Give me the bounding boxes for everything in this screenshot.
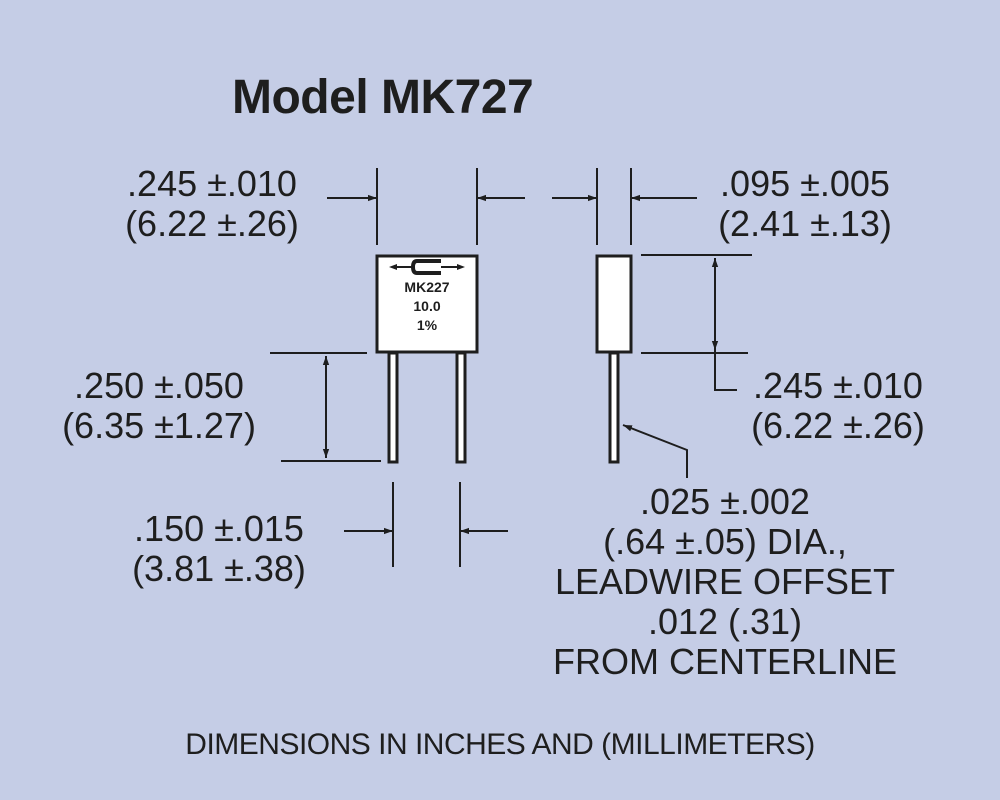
body-width-inches: .245 ±.010 — [127, 163, 297, 204]
component-marking: MK227 10.0 1% — [377, 256, 477, 352]
tolerance-value: 1% — [416, 317, 438, 333]
caddock-logo-icon — [377, 256, 477, 278]
lead-diameter-line3: LEADWIRE OFFSET — [554, 561, 896, 602]
lead-spacing-dimension: .150 ±.015 (3.81 ±.38) — [114, 509, 324, 589]
body-thickness-mm: (2.41 ±.13) — [718, 203, 892, 244]
front-lead-right — [455, 351, 467, 464]
front-lead-left — [387, 351, 399, 464]
lead-length-mm: (6.35 ±1.27) — [62, 405, 256, 446]
diagram-title: Model MK727 — [232, 71, 534, 124]
lead-diameter-note: .025 ±.002 (.64 ±.05) DIA., LEADWIRE OFF… — [520, 482, 930, 682]
lead-diameter-line4: .012 (.31) — [647, 601, 803, 642]
lead-diameter-line2: (.64 ±.05) DIA., — [603, 521, 847, 562]
lead-diameter-line1: .025 ±.002 — [640, 481, 810, 522]
body-width-mm: (6.22 ±.26) — [125, 203, 299, 244]
side-lead — [608, 351, 620, 464]
body-width-dimension: .245 ±.010 (6.22 ±.26) — [108, 164, 316, 244]
resistance-value: 10.0 — [413, 298, 441, 314]
body-height-inches: .245 ±.010 — [753, 365, 923, 406]
body-height-dimension: .245 ±.010 (6.22 ±.26) — [736, 366, 940, 446]
lead-spacing-mm: (3.81 ±.38) — [132, 548, 306, 589]
body-height-mm: (6.22 ±.26) — [751, 405, 925, 446]
units-footnote: DIMENSIONS IN INCHES AND (MILLIMETERS) — [185, 728, 815, 761]
lead-spacing-inches: .150 ±.015 — [134, 508, 304, 549]
side-view-body — [595, 254, 633, 354]
part-number: MK227 — [404, 279, 450, 295]
lead-diameter-line5: FROM CENTERLINE — [552, 641, 898, 682]
lead-length-dimension: .250 ±.050 (6.35 ±1.27) — [44, 366, 274, 446]
lead-length-inches: .250 ±.050 — [74, 365, 244, 406]
body-thickness-dimension: .095 ±.005 (2.41 ±.13) — [698, 164, 912, 244]
body-thickness-inches: .095 ±.005 — [720, 163, 890, 204]
